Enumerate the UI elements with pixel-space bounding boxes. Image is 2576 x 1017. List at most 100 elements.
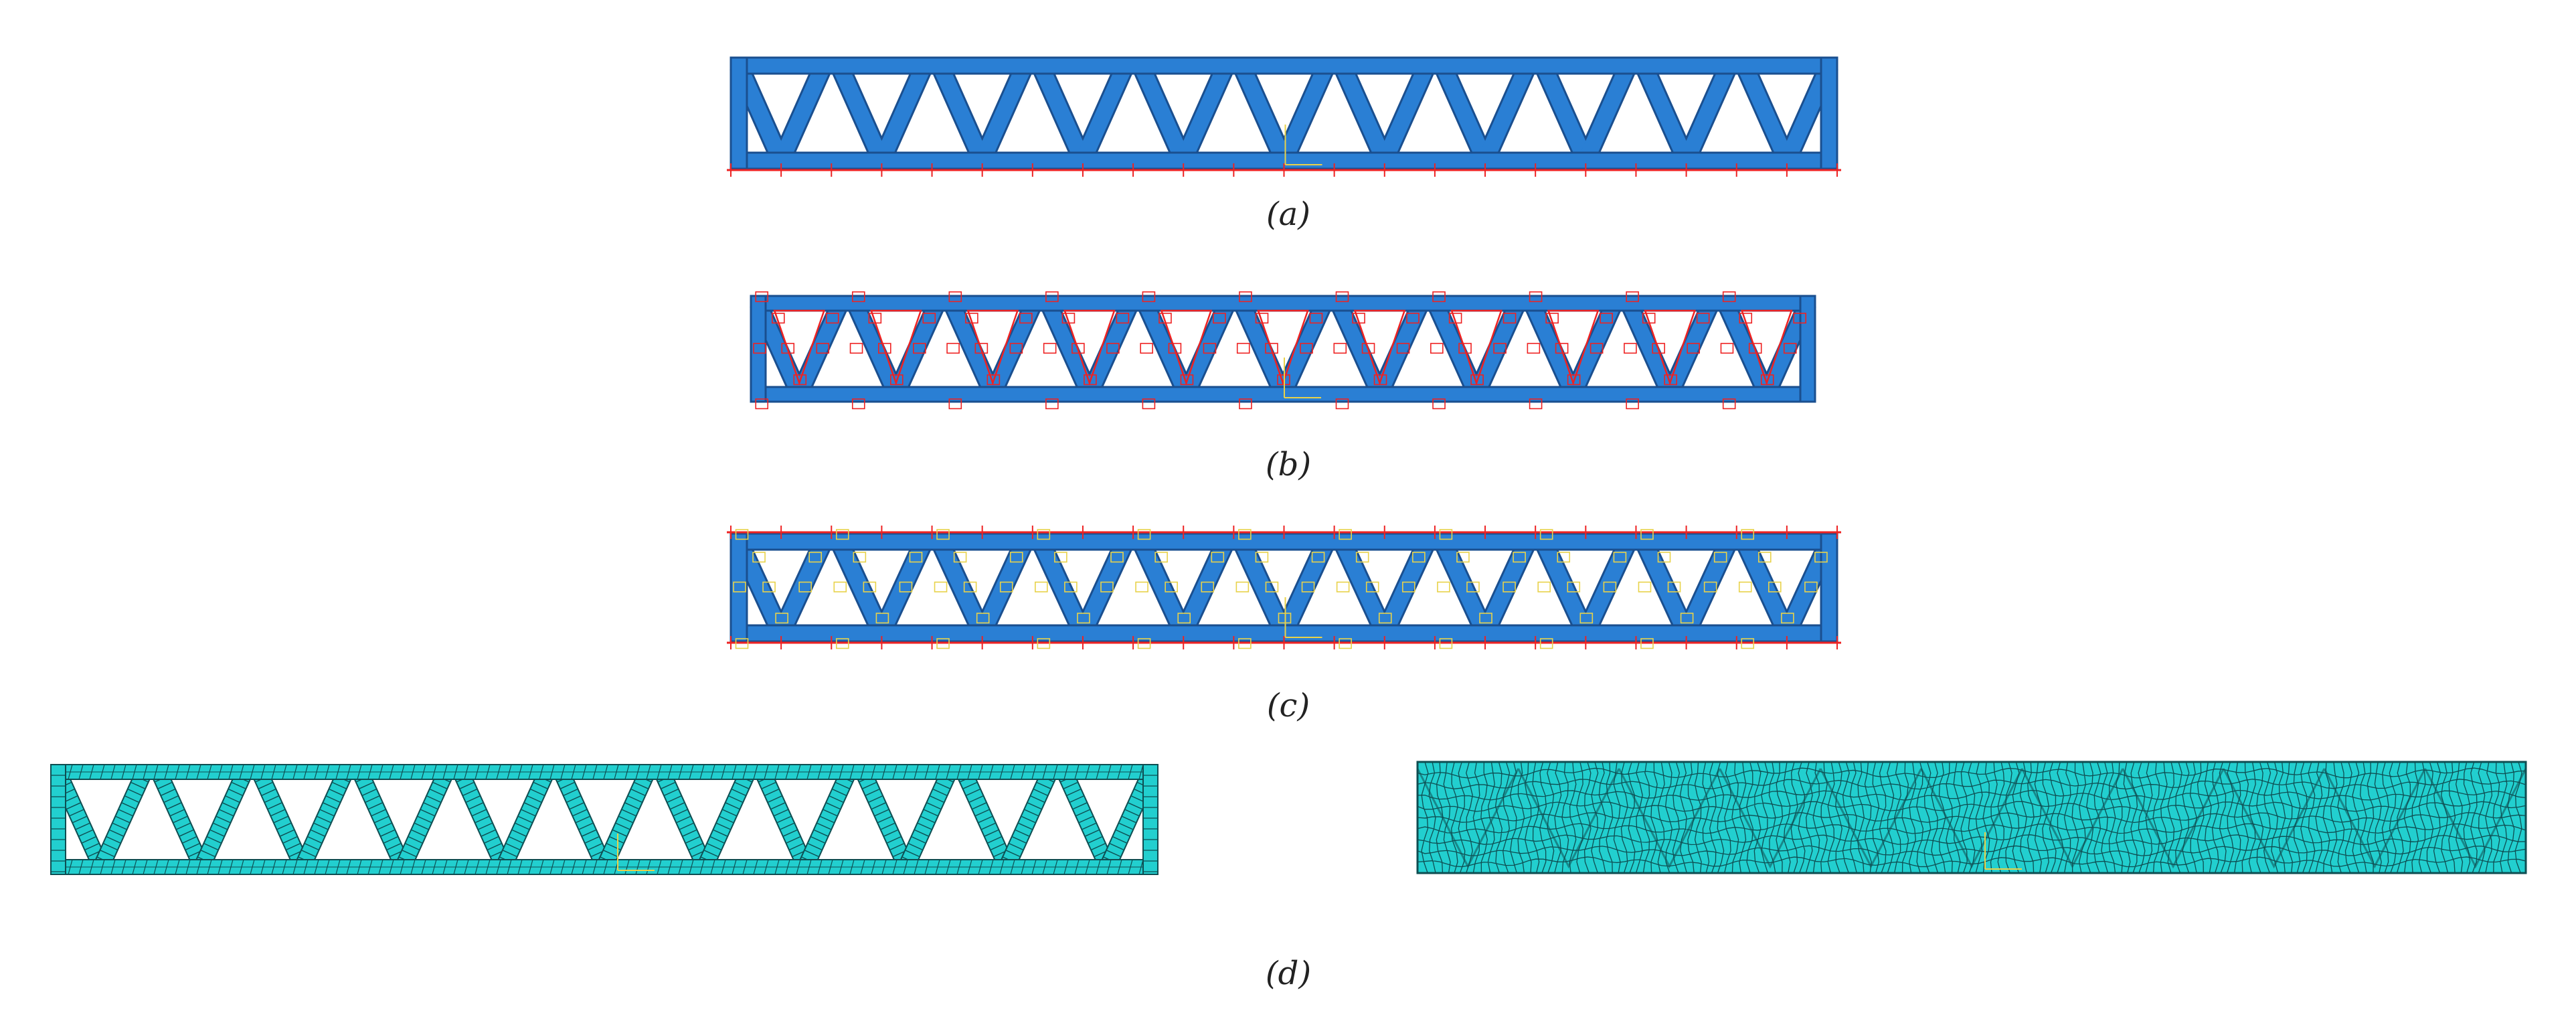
mesh-element-edge (1119, 822, 1133, 830)
constraint-marker (934, 581, 948, 593)
constraint-marker (948, 398, 962, 410)
mesh-element-edge (582, 830, 596, 837)
truss-diagonal (1033, 538, 1090, 637)
constraint-marker (1009, 343, 1023, 354)
mesh-element-edge (719, 815, 734, 824)
mesh-element-edge (462, 789, 477, 796)
panel-a (727, 56, 1841, 177)
mesh-element-edge (890, 843, 904, 850)
mesh-element-edge (85, 843, 99, 850)
constraint-marker (793, 374, 807, 386)
mesh-element-edge (1112, 836, 1127, 844)
mesh-element-edge (912, 836, 926, 844)
mesh-element-edge (226, 795, 240, 803)
constraint-marker (1748, 343, 1762, 354)
mesh-element-edge (381, 830, 395, 837)
constraint-marker (878, 343, 891, 354)
mesh-element-edge (131, 782, 145, 789)
mesh-element-edge (112, 822, 127, 830)
constraint-marker (1741, 529, 1755, 540)
mesh-chord (1142, 764, 1158, 875)
constraint-marker (1783, 343, 1797, 354)
mesh-element-edge (875, 809, 889, 817)
constraint-marker (1365, 581, 1379, 593)
constraint-marker (863, 581, 877, 593)
panel-c (727, 526, 1841, 649)
truss-diagonal (1663, 300, 1718, 398)
mesh-element-edge (118, 809, 133, 817)
constraint-marker (976, 613, 990, 624)
truss-diagonal (1138, 300, 1193, 398)
constraint-marker (1265, 343, 1278, 354)
mesh-element-edge (1012, 836, 1027, 844)
mesh-element-edge (588, 843, 602, 850)
mesh-element-edge (1088, 836, 1102, 844)
constraint-marker (1657, 552, 1671, 563)
mesh-element-edge (975, 809, 990, 817)
constraint-marker (1165, 581, 1178, 593)
mesh-element-edge (420, 809, 435, 817)
mesh-element-edge (314, 822, 328, 830)
mesh-element-edge (991, 843, 1005, 850)
constraint-marker (875, 613, 889, 624)
truss-diagonal (932, 538, 990, 637)
interface-outline (1353, 309, 1406, 386)
mesh-element-edge (762, 782, 776, 789)
mesh-element-edge (78, 830, 93, 837)
mesh-element-edge (469, 802, 483, 809)
constraint-marker (1567, 374, 1581, 386)
mesh-element-edge (161, 789, 175, 796)
constraint-marker (1687, 343, 1700, 354)
mesh-element-edge (887, 836, 901, 844)
constraint-marker (1713, 552, 1727, 563)
constraint-marker (755, 398, 769, 410)
mesh-element-edge (768, 795, 782, 803)
truss-diagonal (1622, 300, 1677, 398)
truss-chord (1820, 56, 1838, 170)
mesh-element-edge (1015, 830, 1029, 837)
constraint-marker (1110, 552, 1124, 563)
constraint-marker (1158, 313, 1172, 324)
constraint-marker (1493, 343, 1507, 354)
constraint-marker (1396, 343, 1410, 354)
constraint-marker (1722, 291, 1736, 303)
truss-diagonal (1578, 62, 1636, 164)
mesh-element-edge (603, 850, 618, 857)
interface-outline (1450, 309, 1502, 386)
constraint-marker (1265, 581, 1279, 593)
constraint-marker (1201, 581, 1215, 593)
mesh-element-edge (966, 789, 980, 796)
mesh-element-edge (1079, 815, 1094, 824)
mesh-element-edge (1063, 782, 1078, 789)
constraint-marker (1768, 581, 1782, 593)
mesh-element-edge (414, 822, 429, 830)
constraint-marker (835, 638, 849, 649)
mesh-element-edge (576, 815, 590, 824)
mesh-grid (1417, 761, 2526, 874)
mesh-element-edge (920, 815, 935, 824)
mesh-element-edge (689, 843, 703, 850)
constraint-marker (1180, 374, 1194, 386)
constraint-marker (1680, 613, 1694, 624)
mesh-element-edge (914, 830, 929, 837)
constraint-marker (1539, 529, 1553, 540)
mesh-block (1416, 761, 2527, 874)
constraint-marker (899, 581, 913, 593)
mesh-element-edge (305, 843, 319, 850)
constraint-marker (1545, 313, 1559, 324)
constraint-marker (1137, 529, 1151, 540)
mesh-element-edge (1027, 802, 1042, 809)
constraint-marker (1054, 552, 1067, 563)
mesh-element-edge (228, 789, 243, 796)
constraint-marker (1106, 343, 1120, 354)
mesh-element-edge (820, 815, 835, 824)
interface-outline (1644, 309, 1697, 386)
mesh-element-edge (764, 789, 779, 796)
constraint-marker (1539, 638, 1553, 649)
mesh-element-edge (924, 809, 938, 817)
constraint-marker (1439, 638, 1453, 649)
truss-diagonal (832, 538, 889, 637)
constraint-marker (1600, 313, 1613, 324)
constraint-marker (999, 581, 1013, 593)
